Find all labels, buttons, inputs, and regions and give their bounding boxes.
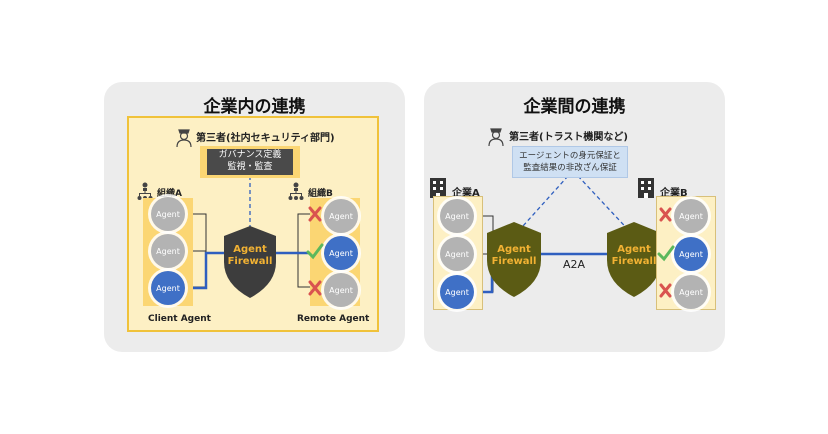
org-a-label: 組織A [157, 189, 182, 199]
company-a-firewall-label: Agent Firewall [487, 244, 541, 268]
company-a-firewall-shield [487, 222, 541, 297]
company-b-agent-1: Agent [674, 199, 708, 233]
org-a-client-agent: Agent [151, 271, 185, 305]
firewall-label-line-2: Firewall [611, 256, 657, 267]
inter-company-title: 企業間の連携 [523, 97, 626, 117]
company-b-agent-3: Agent [674, 275, 708, 309]
governance-content: ガバナンス定義 監視・監査 [207, 149, 293, 175]
company-b-remote-agent: Agent [674, 237, 708, 271]
building-icon [638, 178, 654, 198]
governance-line-2: 監視・監査 [227, 162, 273, 172]
governance-line-1: ガバナンス定義 [218, 150, 282, 160]
org-b-agent-3: Agent [324, 273, 358, 307]
trust-line-2: 監査結果の非改ざん保証 [523, 163, 617, 173]
org-a-agent-1: Agent [151, 197, 185, 231]
person-icon [488, 128, 504, 147]
company-a-agent-2: Agent [440, 237, 474, 271]
trust-authority-box: エージェントの身元保証と 監査結果の非改ざん保証 [512, 146, 628, 178]
a2a-label: A2A [563, 258, 586, 271]
firewall-label-line-1: Agent [233, 244, 267, 255]
firewall-label-line-2: Firewall [491, 256, 537, 267]
intra-company-title: 企業内の連携 [203, 97, 306, 117]
trust-line-1: エージェントの身元保証と [519, 151, 621, 161]
firewall-label-line-1: Agent [617, 244, 651, 255]
left-firewall-label: Agent Firewall [224, 244, 276, 268]
company-a-agent-1: Agent [440, 199, 474, 233]
company-b-label: 企業B [660, 188, 688, 199]
company-b-firewall-shield [607, 222, 661, 297]
org-b-remote-agent: Agent [324, 236, 358, 270]
org-b-agent-1: Agent [324, 199, 358, 233]
remote-agent-label: Remote Agent [297, 314, 370, 324]
org-b-label: 組織B [308, 189, 333, 199]
person-icon [176, 129, 192, 148]
building-icon [430, 178, 446, 198]
intra-third-party-label: 第三者(社内セキュリティ部門) [196, 133, 335, 144]
left-firewall-shield [224, 226, 276, 298]
company-a-label: 企業A [452, 188, 480, 199]
firewall-label-line-2: Firewall [227, 256, 273, 267]
org-a-agent-2: Agent [151, 234, 185, 268]
company-a-client-agent: Agent [440, 275, 474, 309]
inter-third-party-label: 第三者(トラスト機関など) [509, 132, 628, 143]
client-agent-label: Client Agent [148, 314, 211, 324]
company-b-firewall-label: Agent Firewall [607, 244, 661, 268]
firewall-label-line-1: Agent [497, 244, 531, 255]
org-chart-icon [288, 182, 304, 200]
